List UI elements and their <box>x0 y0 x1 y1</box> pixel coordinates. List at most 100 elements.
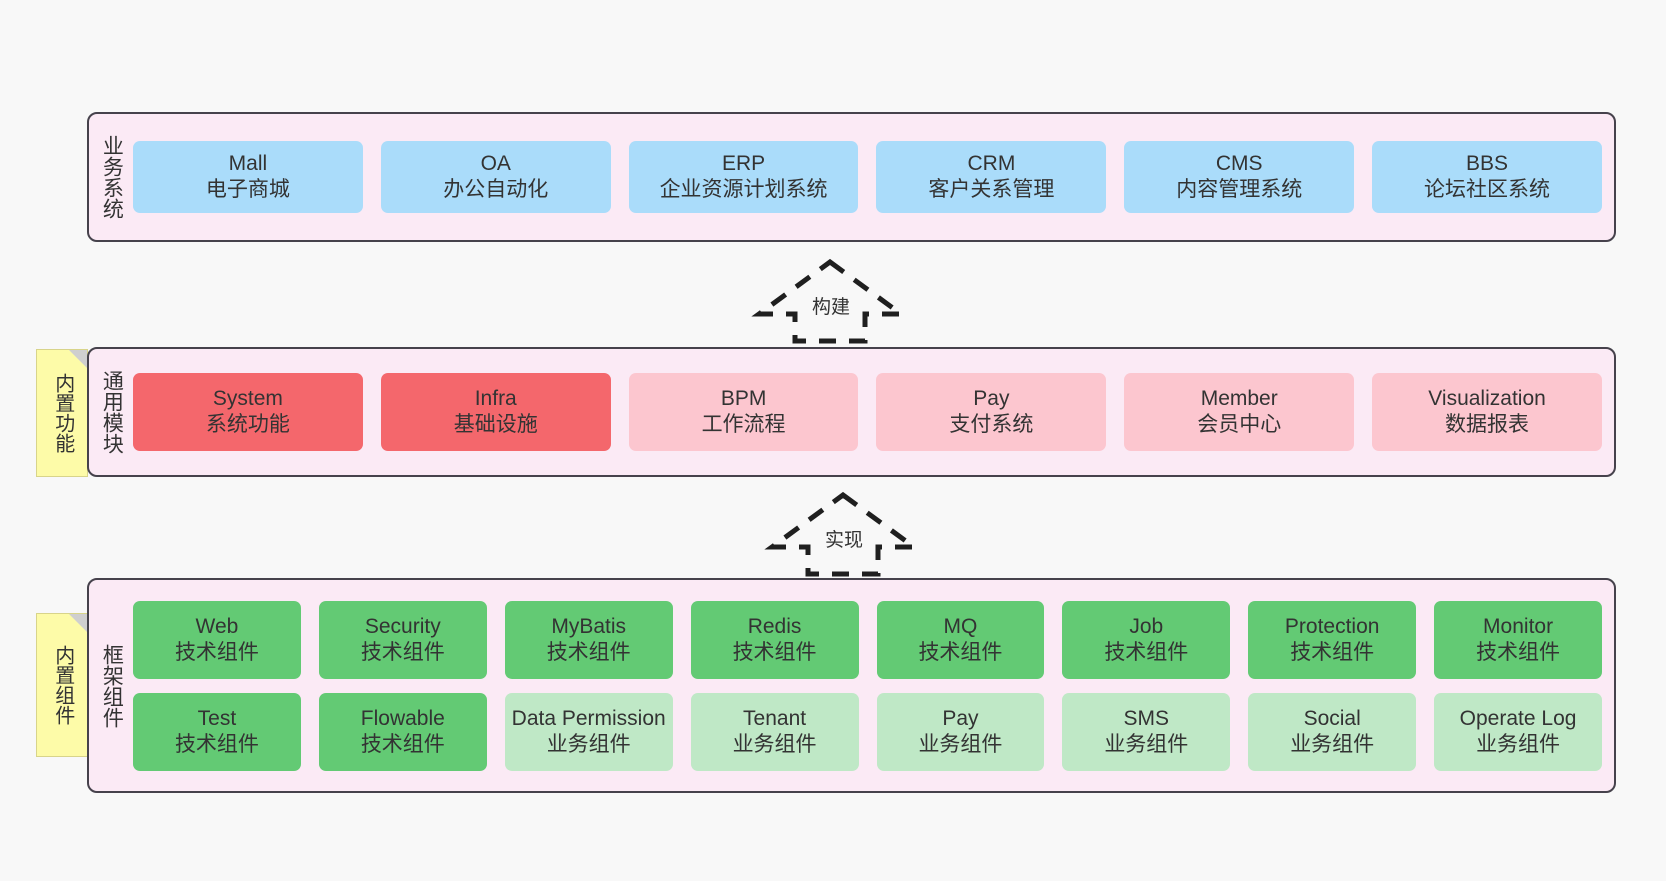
card-title: ERP <box>721 152 766 176</box>
card-title: CMS <box>1215 152 1263 176</box>
connector-implement-arrow <box>764 491 922 577</box>
layer-title-common-module: 通用模块 <box>100 370 124 454</box>
card-subtitle: 会员中心 <box>1197 413 1282 436</box>
note-label: 内置功能 <box>51 373 74 453</box>
card-subtitle: 技术组件 <box>1290 640 1375 664</box>
card-title: BPM <box>720 387 767 411</box>
card-title: Test <box>197 706 237 730</box>
card-tenant[interactable]: Tenant 业务组件 <box>690 692 859 771</box>
layer-body-common-module: System 系统功能 Infra 基础设施 BPM 工作流程 Pay 支付系统… <box>133 349 1614 475</box>
card-title: BBS <box>1466 152 1509 176</box>
card-bpm[interactable]: BPM 工作流程 <box>628 373 859 451</box>
card-subtitle: 业务组件 <box>1290 732 1375 756</box>
card-row: Web 技术组件 Security 技术组件 MyBatis 技术组件 Redi… <box>133 600 1602 679</box>
card-subtitle: 论坛社区系统 <box>1424 178 1551 201</box>
card-subtitle: 业务组件 <box>546 732 631 756</box>
card-security[interactable]: Security 技术组件 <box>318 600 487 679</box>
card-subtitle: 技术组件 <box>174 640 259 664</box>
card-protection[interactable]: Protection 技术组件 <box>1248 600 1417 679</box>
card-crm[interactable]: CRM 客户关系管理 <box>876 141 1107 213</box>
card-subtitle: 办公自动化 <box>443 178 549 201</box>
card-title: System <box>212 387 283 411</box>
layer-business-system: 业务系统 Mall 电子商城 OA 办公自动化 ERP 企业资源计划系统 CRM… <box>87 112 1616 242</box>
card-title: Member <box>1200 387 1278 411</box>
card-mq[interactable]: MQ 技术组件 <box>876 600 1045 679</box>
card-social[interactable]: Social 业务组件 <box>1248 692 1417 771</box>
note-fold-icon <box>69 614 87 632</box>
card-title: MQ <box>943 614 978 638</box>
card-subtitle: 技术组件 <box>1104 640 1189 664</box>
card-subtitle: 企业资源计划系统 <box>659 178 828 201</box>
card-redis[interactable]: Redis 技术组件 <box>690 600 859 679</box>
card-web[interactable]: Web 技术组件 <box>133 600 301 679</box>
card-cms[interactable]: CMS 内容管理系统 <box>1124 141 1355 213</box>
card-subtitle: 客户关系管理 <box>928 178 1055 201</box>
card-mall[interactable]: Mall 电子商城 <box>133 141 363 213</box>
card-subtitle: 业务组件 <box>1104 732 1189 756</box>
card-subtitle: 系统功能 <box>205 413 290 436</box>
connector-implement-label: 实现 <box>825 530 864 551</box>
card-title: CRM <box>967 152 1016 176</box>
card-subtitle: 技术组件 <box>546 640 631 664</box>
card-operate-log[interactable]: Operate Log 业务组件 <box>1434 692 1602 771</box>
card-title: Protection <box>1284 614 1380 638</box>
card-title: Flowable <box>360 706 445 730</box>
card-title: Mall <box>228 152 268 176</box>
layer-body-business-system: Mall 电子商城 OA 办公自动化 ERP 企业资源计划系统 CRM 客户关系… <box>133 114 1614 240</box>
card-oa[interactable]: OA 办公自动化 <box>380 141 611 213</box>
card-subtitle: 业务组件 <box>1476 732 1561 756</box>
card-row: Mall 电子商城 OA 办公自动化 ERP 企业资源计划系统 CRM 客户关系… <box>133 141 1602 213</box>
card-member[interactable]: Member 会员中心 <box>1124 373 1355 451</box>
card-title: Data Permission <box>511 706 666 730</box>
card-subtitle: 技术组件 <box>918 640 1003 664</box>
card-title: Redis <box>747 614 802 638</box>
card-subtitle: 工作流程 <box>701 413 786 436</box>
card-title: Security <box>364 614 441 638</box>
card-title: SMS <box>1123 706 1170 730</box>
card-title: Visualization <box>1428 387 1546 411</box>
card-bbs[interactable]: BBS 论坛社区系统 <box>1372 141 1602 213</box>
connector-build-arrow <box>751 258 909 344</box>
card-title: Web <box>195 614 239 638</box>
card-erp[interactable]: ERP 企业资源计划系统 <box>628 141 859 213</box>
card-system[interactable]: System 系统功能 <box>133 373 363 451</box>
card-title: OA <box>480 152 511 176</box>
card-subtitle: 技术组件 <box>360 732 445 756</box>
card-subtitle: 技术组件 <box>732 640 817 664</box>
card-test[interactable]: Test 技术组件 <box>133 692 301 771</box>
card-sms[interactable]: SMS 业务组件 <box>1062 692 1231 771</box>
note-builtin-component: 内置组件 <box>36 613 88 757</box>
card-row: Test 技术组件 Flowable 技术组件 Data Permission … <box>133 692 1602 771</box>
layer-body-framework-component: Web 技术组件 Security 技术组件 MyBatis 技术组件 Redi… <box>133 580 1614 791</box>
card-title: Tenant <box>743 706 807 730</box>
card-title: Job <box>1129 614 1164 638</box>
card-row: System 系统功能 Infra 基础设施 BPM 工作流程 Pay 支付系统… <box>133 373 1602 451</box>
card-job[interactable]: Job 技术组件 <box>1062 600 1231 679</box>
card-title: Monitor <box>1483 614 1554 638</box>
card-subtitle: 数据报表 <box>1445 413 1530 436</box>
card-title: MyBatis <box>551 614 627 638</box>
card-mybatis[interactable]: MyBatis 技术组件 <box>504 600 673 679</box>
layer-framework-component: 框架组件 Web 技术组件 Security 技术组件 MyBatis 技术组件… <box>87 578 1616 793</box>
layer-title-framework-component: 框架组件 <box>100 643 124 728</box>
layer-common-module: 通用模块 System 系统功能 Infra 基础设施 BPM 工作流程 Pay… <box>87 347 1616 477</box>
card-title: Pay <box>942 706 979 730</box>
card-pay-module[interactable]: Pay 支付系统 <box>876 373 1107 451</box>
connector-build-label: 构建 <box>812 297 851 318</box>
note-label: 内置组件 <box>51 645 74 725</box>
card-subtitle: 基础设施 <box>453 413 538 436</box>
card-infra[interactable]: Infra 基础设施 <box>380 373 611 451</box>
card-subtitle: 技术组件 <box>360 640 445 664</box>
card-visualization[interactable]: Visualization 数据报表 <box>1372 373 1602 451</box>
card-flowable[interactable]: Flowable 技术组件 <box>318 692 487 771</box>
card-subtitle: 支付系统 <box>949 413 1034 436</box>
card-title: Social <box>1303 706 1361 730</box>
card-pay-component[interactable]: Pay 业务组件 <box>876 692 1045 771</box>
card-subtitle: 业务组件 <box>918 732 1003 756</box>
note-builtin-function: 内置功能 <box>36 349 88 477</box>
card-data-permission[interactable]: Data Permission 业务组件 <box>504 692 673 771</box>
card-title: Pay <box>973 387 1010 411</box>
card-monitor[interactable]: Monitor 技术组件 <box>1434 600 1602 679</box>
note-fold-icon <box>69 350 87 368</box>
